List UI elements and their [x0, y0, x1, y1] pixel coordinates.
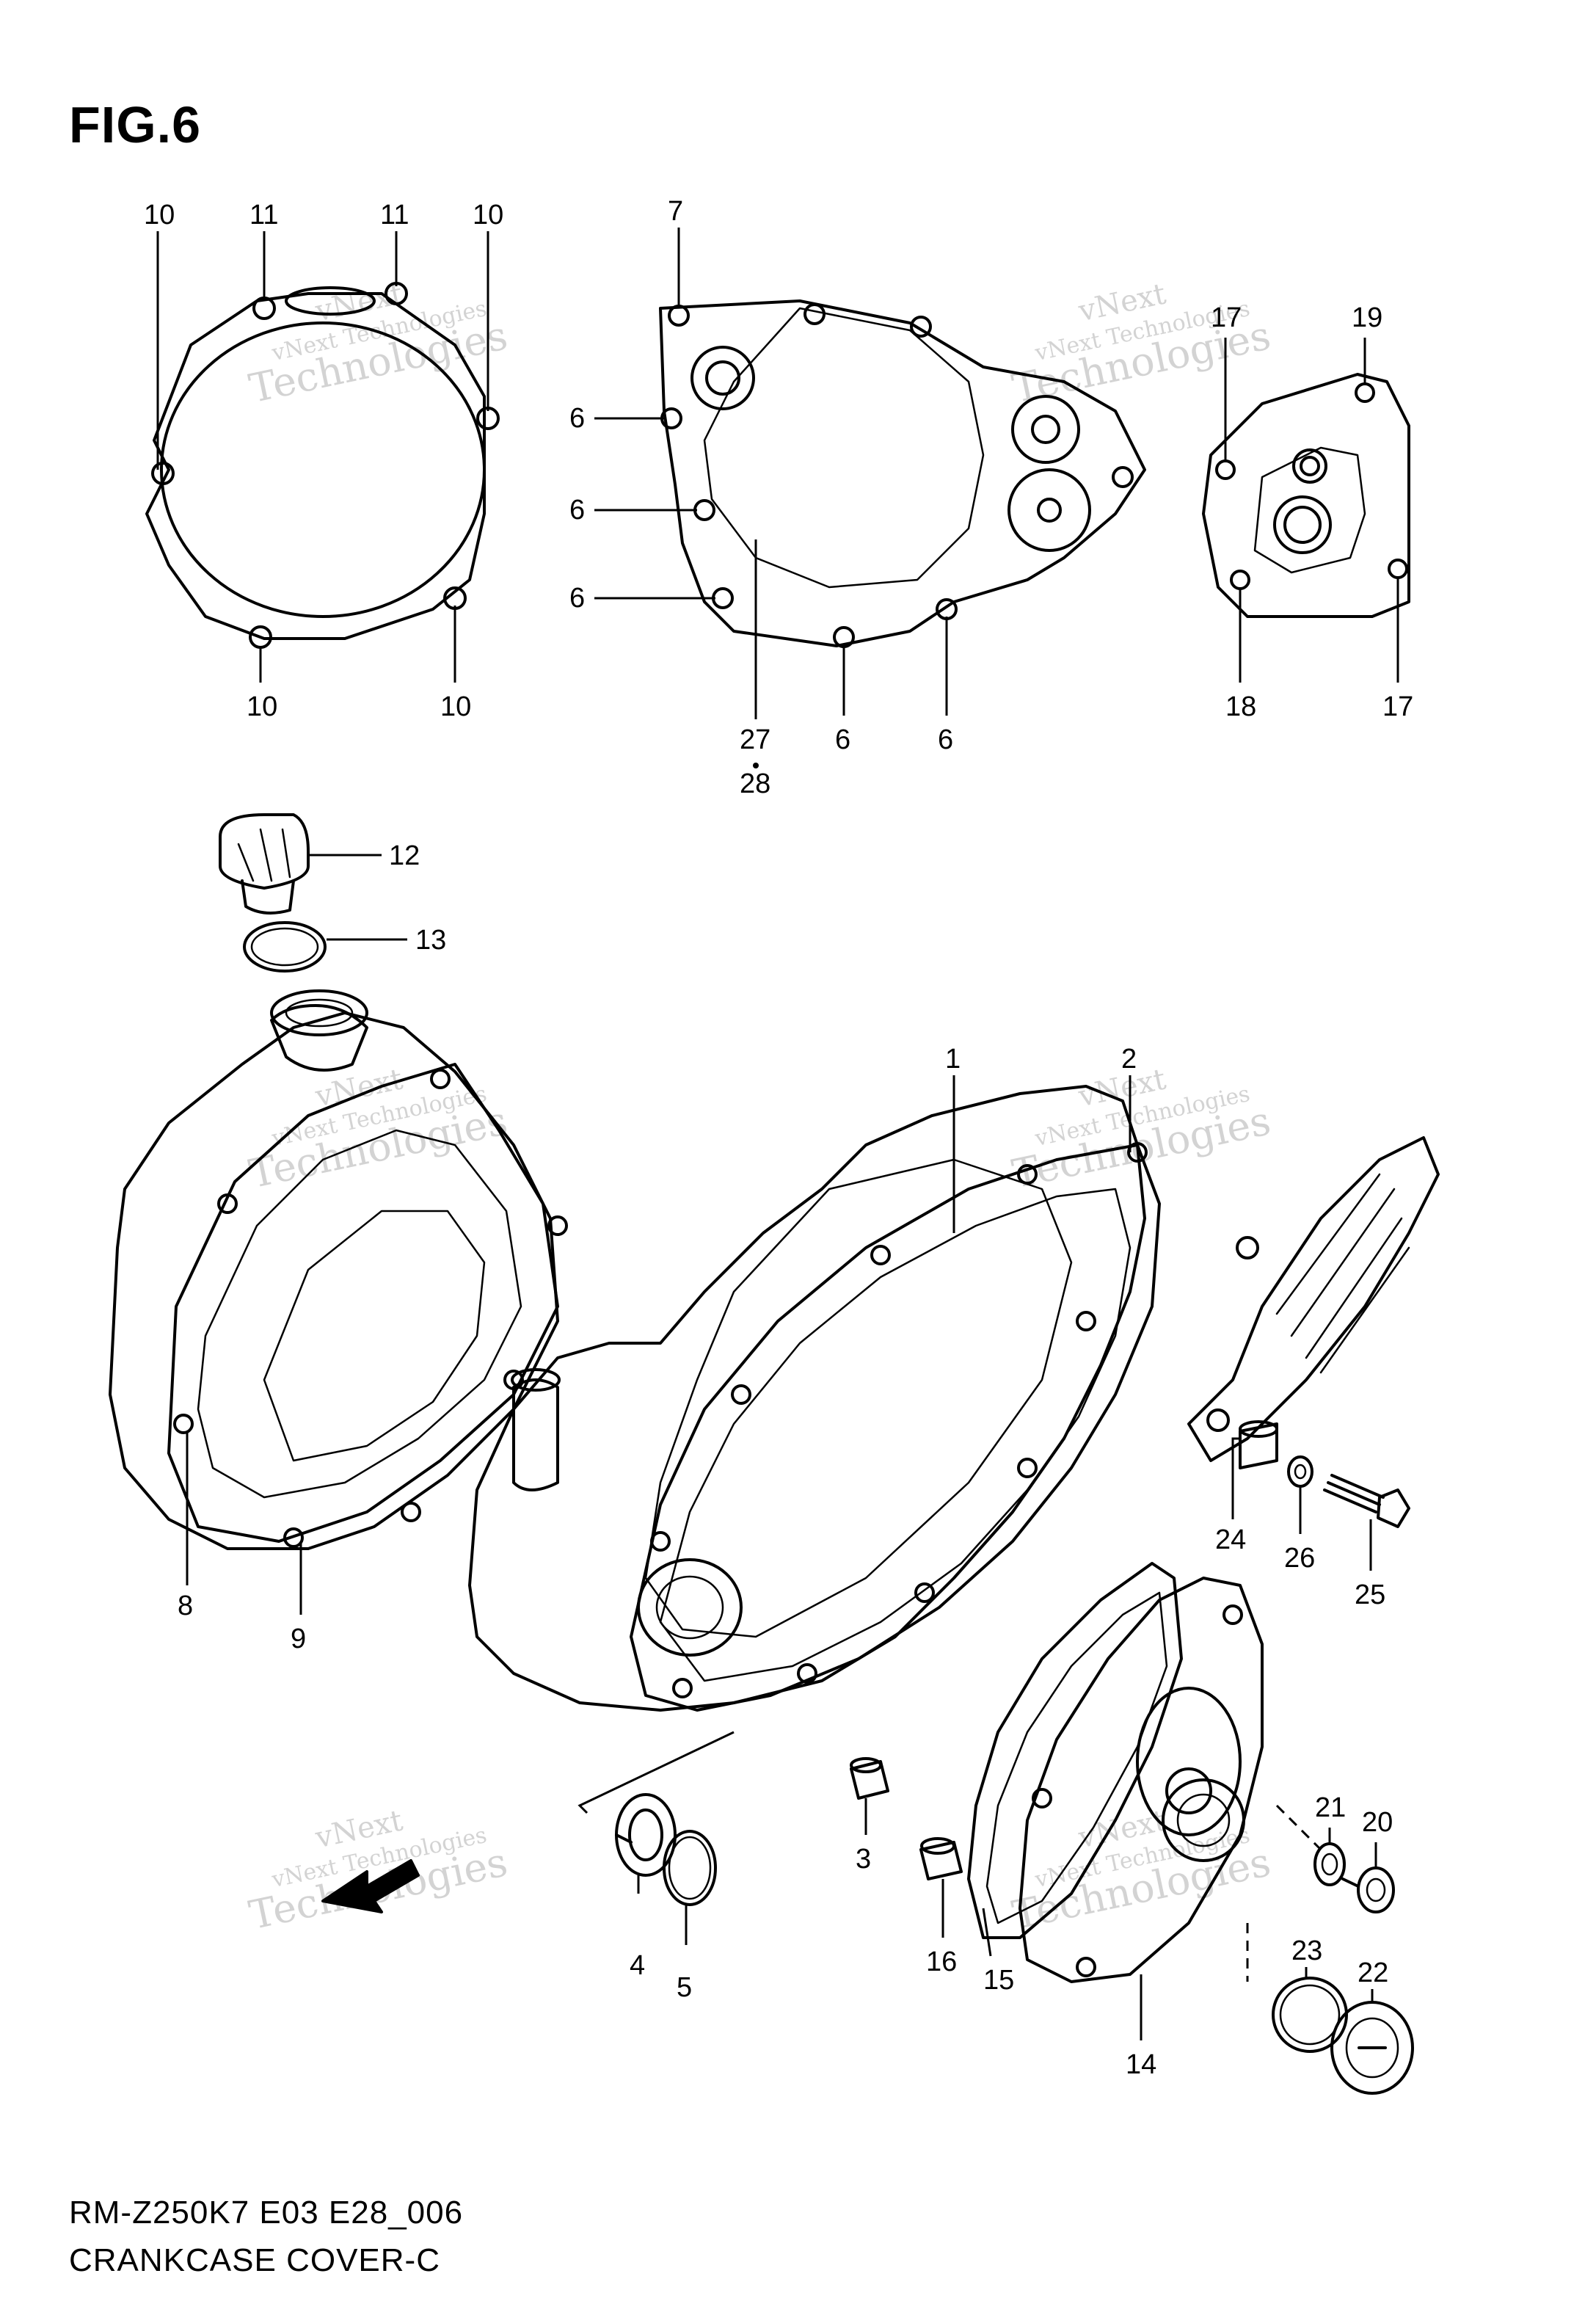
- callout-5: 5: [677, 1972, 692, 2003]
- section-name-label: CRANKCASE COVER-C: [69, 2242, 440, 2278]
- baffle-washer: [1287, 1455, 1313, 1488]
- oil-seal: [615, 1793, 677, 1877]
- callout-13: 13: [415, 925, 446, 956]
- callout-16: 16: [926, 1946, 957, 1977]
- callout-20: 20: [1362, 1807, 1393, 1838]
- oil-filler-cap: [219, 813, 310, 915]
- crankcase-cover-gasket: [630, 1142, 1161, 1712]
- filler-cap-o-ring: [243, 921, 327, 973]
- water-pump-cover: [1019, 1577, 1264, 1983]
- inspection-plug: [1330, 2001, 1414, 2095]
- callout-6: 6: [569, 495, 585, 526]
- callout-8: 8: [178, 1591, 193, 1621]
- callout-6: 6: [938, 724, 953, 755]
- water-pump-gasket: [967, 1562, 1183, 1939]
- callout-3: 3: [856, 1844, 871, 1875]
- clutch-cover: [109, 989, 559, 1550]
- callout-23: 23: [1291, 1935, 1322, 1966]
- callout-4: 4: [630, 1950, 645, 1981]
- callout-14: 14: [1126, 2049, 1156, 2080]
- callout-1: 1: [945, 1044, 961, 1075]
- clutch-cover-gasket: [167, 1063, 568, 1548]
- top-crankcase-gasket-view: [659, 299, 1146, 648]
- callout-7: 7: [668, 196, 683, 227]
- callout-6: 6: [569, 583, 585, 614]
- baffle-bolt: [1323, 1474, 1410, 1528]
- callout-22: 22: [1358, 1957, 1388, 1988]
- callout-10: 10: [247, 691, 277, 722]
- circlip: [663, 1830, 717, 1906]
- callout-15: 15: [983, 1965, 1014, 1996]
- callout-11: 11: [380, 200, 409, 230]
- callout-labels: 10 11 11 10 10 10 7 6 6 6 27 28 6 6 17 1…: [144, 196, 1413, 2080]
- leader-lines: [156, 228, 1399, 2040]
- callout-6: 6: [835, 724, 850, 755]
- callout-separator-dot: [753, 763, 759, 768]
- callout-10: 10: [473, 200, 503, 230]
- baffle-plate: [1187, 1136, 1440, 1462]
- baffle-spacer: [1239, 1420, 1278, 1469]
- callout-2: 2: [1121, 1044, 1137, 1075]
- plug-o-ring: [1272, 1977, 1348, 2053]
- callout-11: 11: [249, 200, 278, 230]
- callout-18: 18: [1225, 691, 1256, 722]
- watermark-top-left: vNext vNext Technologies Technologies: [245, 277, 511, 412]
- watermark-top-right: vNext vNext Technologies Technologies: [1008, 277, 1275, 412]
- drain-bolt: [1341, 1866, 1395, 1913]
- callout-27: 27: [740, 724, 770, 755]
- callout-19: 19: [1352, 302, 1382, 333]
- callout-28: 28: [740, 768, 770, 799]
- callout-21: 21: [1315, 1792, 1346, 1823]
- callout-26: 26: [1284, 1543, 1315, 1574]
- forward-arrow-icon: [321, 1859, 420, 1913]
- top-small-cover-gasket-view: [1202, 373, 1410, 618]
- callout-17: 17: [1382, 691, 1413, 722]
- figure-title: FIG.6: [69, 96, 202, 153]
- drain-bolt-washer: [1313, 1842, 1346, 1886]
- dowel-pin-upper: [850, 1757, 889, 1800]
- watermark-bottom-left: vNext vNext Technologies Technologies: [245, 1803, 511, 1938]
- dowel-pin-lower: [919, 1837, 963, 1880]
- callout-24: 24: [1215, 1524, 1246, 1555]
- callout-9: 9: [291, 1624, 306, 1654]
- callout-12: 12: [389, 840, 420, 871]
- callout-17: 17: [1211, 302, 1242, 333]
- callout-10: 10: [440, 691, 471, 722]
- model-code-label: RM-Z250K7 E03 E28_006: [69, 2195, 464, 2231]
- callout-25: 25: [1355, 1579, 1385, 1610]
- callout-10: 10: [144, 200, 175, 230]
- watermark-mid-left: vNext vNext Technologies Technologies: [245, 1062, 511, 1197]
- callout-6: 6: [569, 403, 585, 434]
